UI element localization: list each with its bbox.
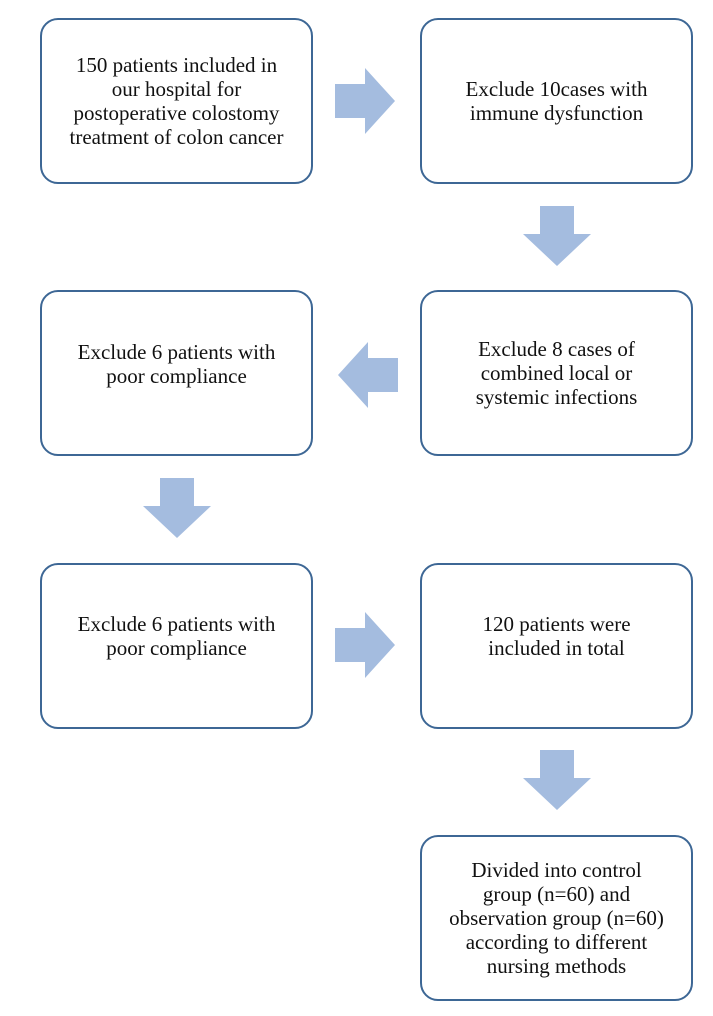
box-exclude-immune: Exclude 10cases with immune dysfunction xyxy=(420,18,693,184)
box-exclude-compliance-2-text: Exclude 6 patients with poor compliance xyxy=(77,612,276,660)
box-exclude-immune-text: Exclude 10cases with immune dysfunction xyxy=(465,77,648,125)
box-exclude-infections-text: Exclude 8 cases of combined local or sys… xyxy=(475,337,638,409)
box-initial-patients: 150 patients included in our hospital fo… xyxy=(40,18,313,184)
box-exclude-compliance-1-text: Exclude 6 patients with poor compliance xyxy=(77,340,276,388)
box-total-included: 120 patients were included in total xyxy=(420,563,693,729)
box-exclude-infections: Exclude 8 cases of combined local or sys… xyxy=(420,290,693,456)
arrow-down-2-icon xyxy=(143,478,211,538)
box-exclude-compliance-1: Exclude 6 patients with poor compliance xyxy=(40,290,313,456)
box-divided-groups-text: Divided into control group (n=60) and ob… xyxy=(449,858,664,978)
box-initial-patients-text: 150 patients included in our hospital fo… xyxy=(69,53,284,149)
arrow-down-1-icon xyxy=(523,206,591,266)
arrow-down-3-icon xyxy=(523,750,591,810)
arrow-right-2-icon xyxy=(335,612,395,678)
box-exclude-compliance-2: Exclude 6 patients with poor compliance xyxy=(40,563,313,729)
box-divided-groups: Divided into control group (n=60) and ob… xyxy=(420,835,693,1001)
box-total-included-text: 120 patients were included in total xyxy=(482,612,631,660)
arrow-left-1-icon xyxy=(338,342,398,408)
arrow-right-1-icon xyxy=(335,68,395,134)
